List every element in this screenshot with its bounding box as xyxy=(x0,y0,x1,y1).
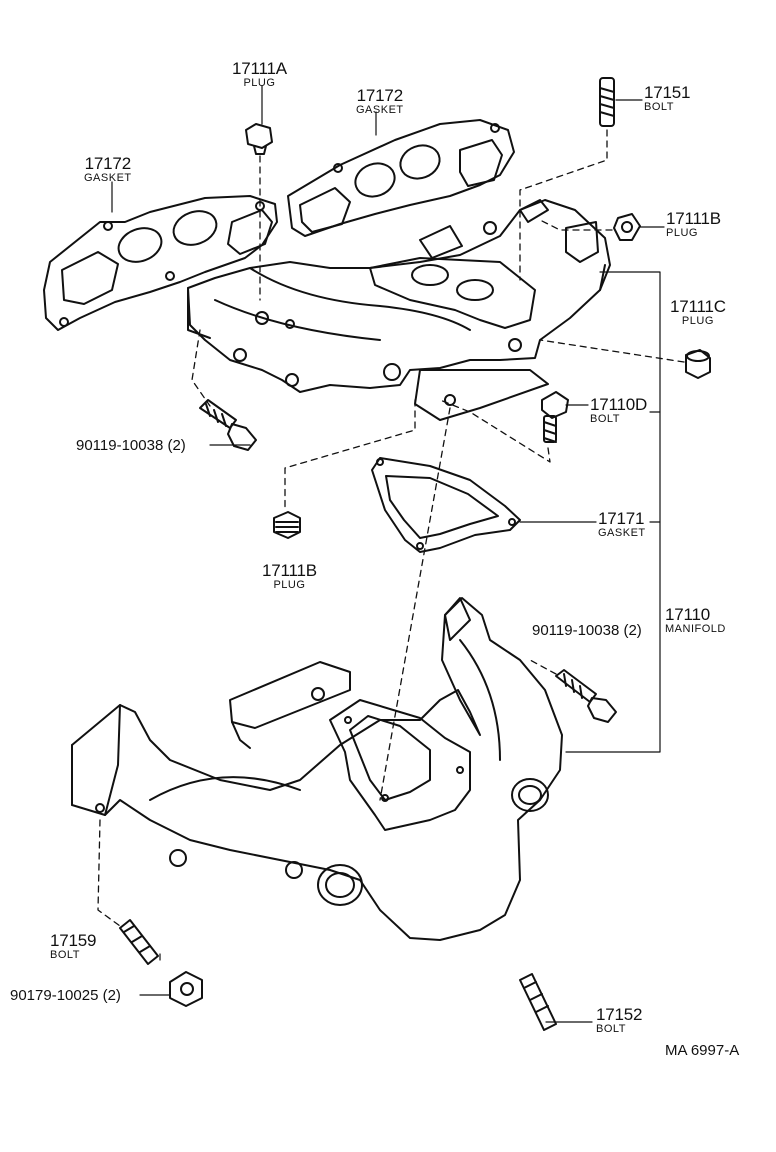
callout-17151: 17151 BOLT xyxy=(644,84,690,113)
bolt-90119-upper xyxy=(199,399,257,451)
part-name: PLUG xyxy=(273,579,306,591)
part-number: 17172 xyxy=(84,154,131,173)
part-number: 17152 xyxy=(596,1005,643,1024)
bolt-17110d xyxy=(541,391,569,443)
callout-17172-top: 17172 GASKET xyxy=(356,87,404,116)
part-number: 17111B xyxy=(262,561,317,580)
exhaust-manifold-17110 xyxy=(71,597,563,941)
label-90179: 90179-10025 (2) xyxy=(10,987,121,1004)
part-name: PLUG xyxy=(666,227,698,239)
part-name: PLUG xyxy=(681,315,714,327)
label-90119-lower: 90119-10038 (2) xyxy=(532,622,642,639)
part-name: BOLT xyxy=(644,101,674,113)
callout-17152: 17152 BOLT xyxy=(596,1006,642,1035)
callout-17159: 17159 BOLT xyxy=(50,932,96,961)
nut-90179 xyxy=(169,971,203,1007)
part-name: BOLT xyxy=(596,1023,626,1035)
part-number: 17111B xyxy=(666,209,721,228)
plug-17111b-top xyxy=(613,213,641,241)
part-number: 17110D xyxy=(590,395,648,414)
part-name: GASKET xyxy=(356,104,404,116)
stud-bolt-17159 xyxy=(119,919,159,965)
callout-17111c: 17111C PLUG xyxy=(670,298,726,327)
plug-17111b-mid xyxy=(273,511,301,539)
reference-code: MA 6997-A xyxy=(665,1042,740,1059)
part-name: BOLT xyxy=(50,949,80,961)
callout-17172-left: 17172 GASKET xyxy=(84,155,132,184)
part-number: 17111A xyxy=(232,59,287,78)
callout-17111a: 17111A PLUG xyxy=(232,60,287,89)
callout-17110: 17110 MANIFOLD xyxy=(665,606,726,635)
plug-17111c xyxy=(685,349,711,379)
upper-intake-manifold xyxy=(187,199,611,421)
bolt-90119-lower xyxy=(555,669,617,723)
top-exhaust-gasket xyxy=(287,119,515,237)
part-name: GASKET xyxy=(598,527,646,539)
part-name: BOLT xyxy=(590,413,620,425)
callout-17111b-mid: 17111B PLUG xyxy=(262,562,317,591)
callout-17110d: 17110D BOLT xyxy=(590,396,647,425)
left-exhaust-gasket xyxy=(43,195,278,331)
part-number: 17111C xyxy=(670,297,726,316)
assembly-dashed-lines xyxy=(97,129,685,927)
part-name: MANIFOLD xyxy=(665,623,726,635)
part-name: PLUG xyxy=(243,77,276,89)
plug-17111a xyxy=(245,123,273,155)
stud-bolt-17151 xyxy=(599,77,615,127)
part-number: 17159 xyxy=(50,931,97,950)
part-number: 17110 xyxy=(665,605,711,624)
part-name: GASKET xyxy=(84,172,132,184)
stud-bolt-17152 xyxy=(519,973,557,1031)
carb-gasket-17171 xyxy=(371,457,521,553)
leader-lines xyxy=(111,85,665,1023)
callout-17171: 17171 GASKET xyxy=(598,510,646,539)
part-number: 17171 xyxy=(598,509,645,528)
callout-17111b-top: 17111B PLUG xyxy=(666,210,721,239)
label-90119-upper: 90119-10038 (2) xyxy=(76,437,186,454)
part-number: 17151 xyxy=(644,83,691,102)
part-number: 17172 xyxy=(356,86,403,105)
